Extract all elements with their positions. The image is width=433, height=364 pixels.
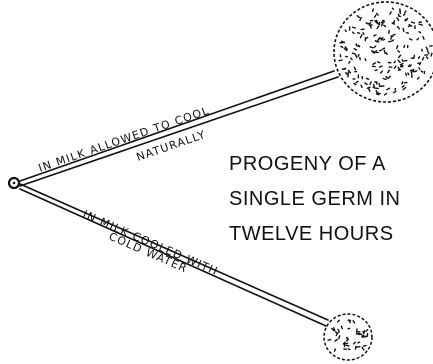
germ-dot: [399, 16, 401, 17]
germ-dot: [382, 20, 384, 21]
germ-dot: [344, 349, 347, 350]
germ-dot: [380, 50, 382, 51]
germ-dot: [391, 37, 392, 40]
germ-dot: [345, 343, 348, 344]
germ-dot: [358, 33, 360, 34]
germ-dot: [384, 50, 385, 53]
large-colony: [334, 2, 433, 102]
germ-dot: [419, 68, 420, 69]
germ-dot: [402, 60, 403, 62]
germ-dot: [367, 24, 369, 25]
germ-dot: [345, 30, 346, 31]
germ-dot: [372, 51, 374, 52]
germ-dot: [384, 25, 386, 26]
germ-dot: [383, 48, 385, 49]
germ-dot: [383, 79, 386, 80]
germ-dot: [348, 328, 350, 329]
germ-dot: [419, 32, 421, 33]
germ-dot: [358, 342, 360, 343]
germ-dot: [415, 71, 417, 72]
germ-dot: [339, 60, 342, 61]
germ-dot: [377, 93, 380, 94]
title-line-1: PROGENY OF A: [229, 153, 386, 175]
germ-dot: [367, 334, 368, 337]
germ-dot: [341, 46, 343, 47]
germ-dot: [357, 334, 359, 335]
germ-dot: [410, 65, 411, 66]
germ-dot: [431, 53, 432, 56]
germ-dot: [361, 85, 362, 87]
germ-dot: [358, 55, 359, 57]
germ-dot: [349, 62, 350, 64]
germ-dot: [392, 8, 393, 9]
germ-dot: [375, 70, 377, 71]
germ-dot: [379, 84, 380, 87]
germ-dot: [381, 22, 384, 23]
germ-dot: [361, 29, 364, 30]
germ-dot: [405, 11, 406, 13]
germ-dot: [377, 94, 379, 95]
germ-dot: [373, 9, 374, 11]
germ-dot: [348, 349, 350, 350]
germ-dot: [367, 79, 369, 80]
germ-dot: [365, 59, 366, 61]
germ-dot: [404, 14, 405, 15]
germ-dot: [377, 41, 379, 42]
germ-dot: [357, 329, 358, 332]
germ-dot: [411, 70, 414, 71]
germ-dot: [342, 326, 343, 328]
germ-dot: [393, 35, 395, 36]
germ-dot: [386, 53, 387, 55]
germ-dot: [356, 346, 357, 349]
germ-dot: [398, 51, 400, 52]
germ-dot: [406, 73, 407, 75]
germ-dot: [404, 46, 405, 48]
germ-dot: [412, 22, 415, 23]
germ-dot: [360, 58, 361, 60]
germ-dot: [364, 346, 367, 347]
germ-dot: [377, 20, 378, 22]
germ-dot: [378, 62, 380, 63]
germ-dot: [343, 68, 345, 69]
germ-dot: [410, 39, 412, 40]
germ-dot: [335, 349, 336, 351]
germ-dot: [373, 87, 375, 88]
germ-dot: [419, 24, 422, 25]
germ-dot: [408, 73, 409, 75]
germ-dot: [409, 65, 410, 67]
lower-branch-label: IN MILK COOLED WITH: [81, 208, 221, 278]
germ-dot: [352, 53, 355, 54]
germ-dot: [400, 9, 401, 12]
germ-dot: [349, 27, 350, 30]
germ-dot: [401, 64, 402, 65]
single-germ: [9, 178, 19, 188]
germ-dot: [394, 61, 395, 62]
germ-dot: [407, 18, 408, 20]
germ-dot: [360, 334, 362, 335]
germ-dot: [374, 35, 376, 36]
germ-dot: [394, 21, 395, 24]
germ-dot: [351, 58, 352, 59]
germ-dot: [394, 92, 396, 93]
small-colony: [324, 314, 372, 360]
germ-dot: [414, 55, 415, 58]
germ-dot: [370, 47, 372, 48]
title-line-3: TWELVE HOURS: [229, 223, 394, 245]
germ-dot: [419, 57, 420, 58]
germ-dot: [353, 32, 354, 33]
germ-dot: [328, 340, 331, 341]
germ-dot: [353, 27, 356, 28]
germ-dot: [403, 28, 404, 31]
germ-dot: [363, 33, 364, 35]
germ-dot: [402, 82, 403, 84]
germ-dot: [383, 39, 385, 40]
germ-dot: [421, 71, 422, 72]
germ-dot: [379, 38, 381, 39]
germ-dot: [346, 345, 349, 346]
title-line-2: SINGLE GERM IN: [229, 188, 400, 210]
germ-dot: [336, 332, 338, 333]
germ-dot: [364, 336, 366, 337]
